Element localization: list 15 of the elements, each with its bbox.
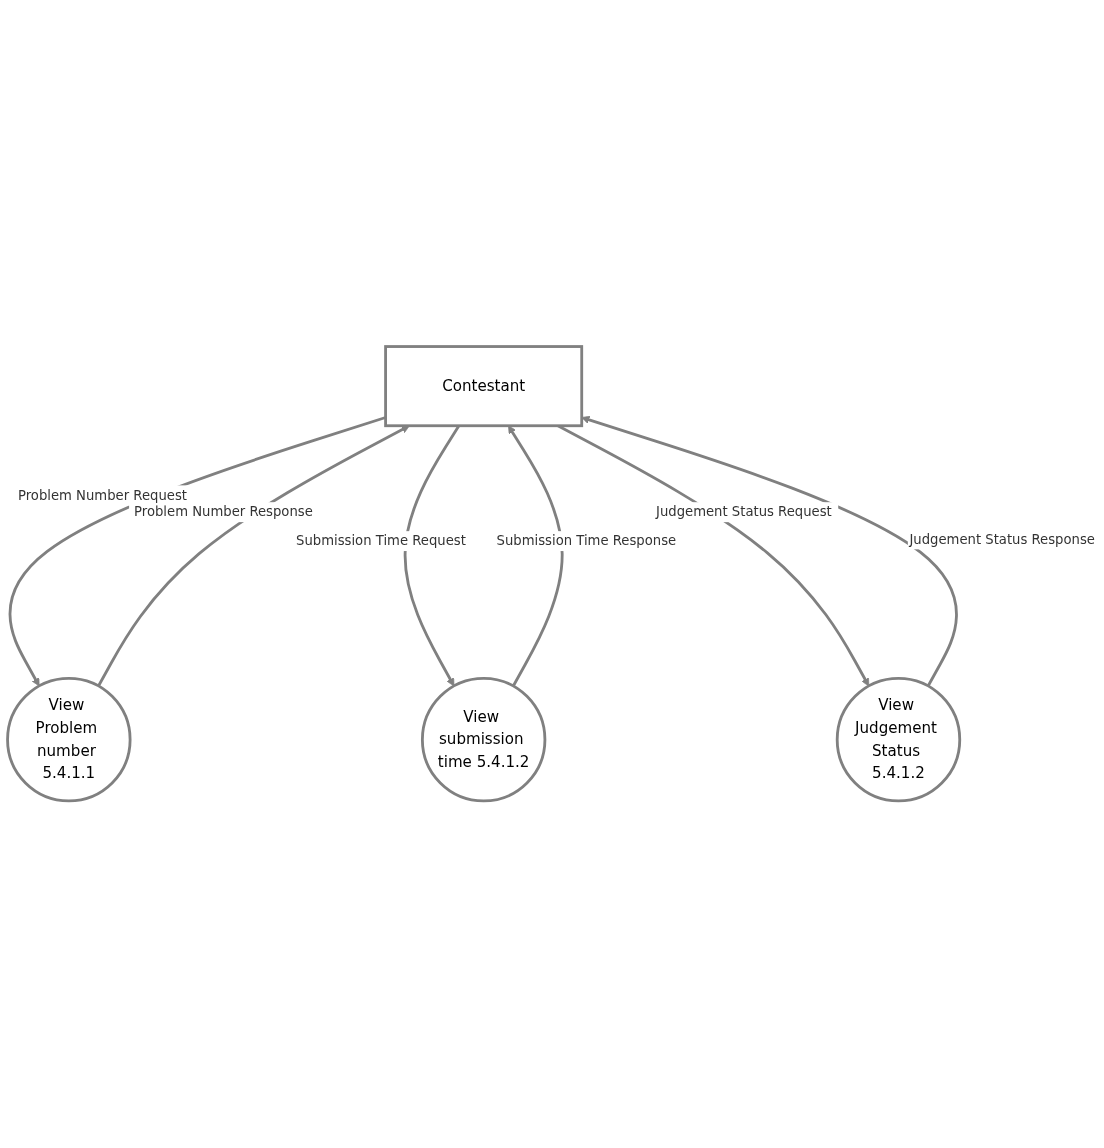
arrow <box>8 416 386 687</box>
arrow <box>508 425 564 687</box>
node-circle: View submission time 5.4.1.2 <box>420 677 547 803</box>
node-box: Contestant <box>384 345 584 428</box>
edge-label: Problem Number Response <box>134 504 313 520</box>
edge-label: Judgement Status Response <box>909 531 1095 547</box>
node-circle: View Judgement Status 5.4.1.2 <box>835 677 962 803</box>
arrow <box>97 425 410 687</box>
arrow <box>581 416 958 687</box>
edge-label: Submission Time Response <box>496 533 677 549</box>
edge-label: Problem Number Request <box>17 487 187 503</box>
node-circle: View Problem number 5.4.1.1 <box>6 677 132 803</box>
edge-label: Judgement Status Request <box>656 504 832 520</box>
arrow <box>403 425 461 687</box>
edge-label: Submission Time Request <box>296 533 466 549</box>
